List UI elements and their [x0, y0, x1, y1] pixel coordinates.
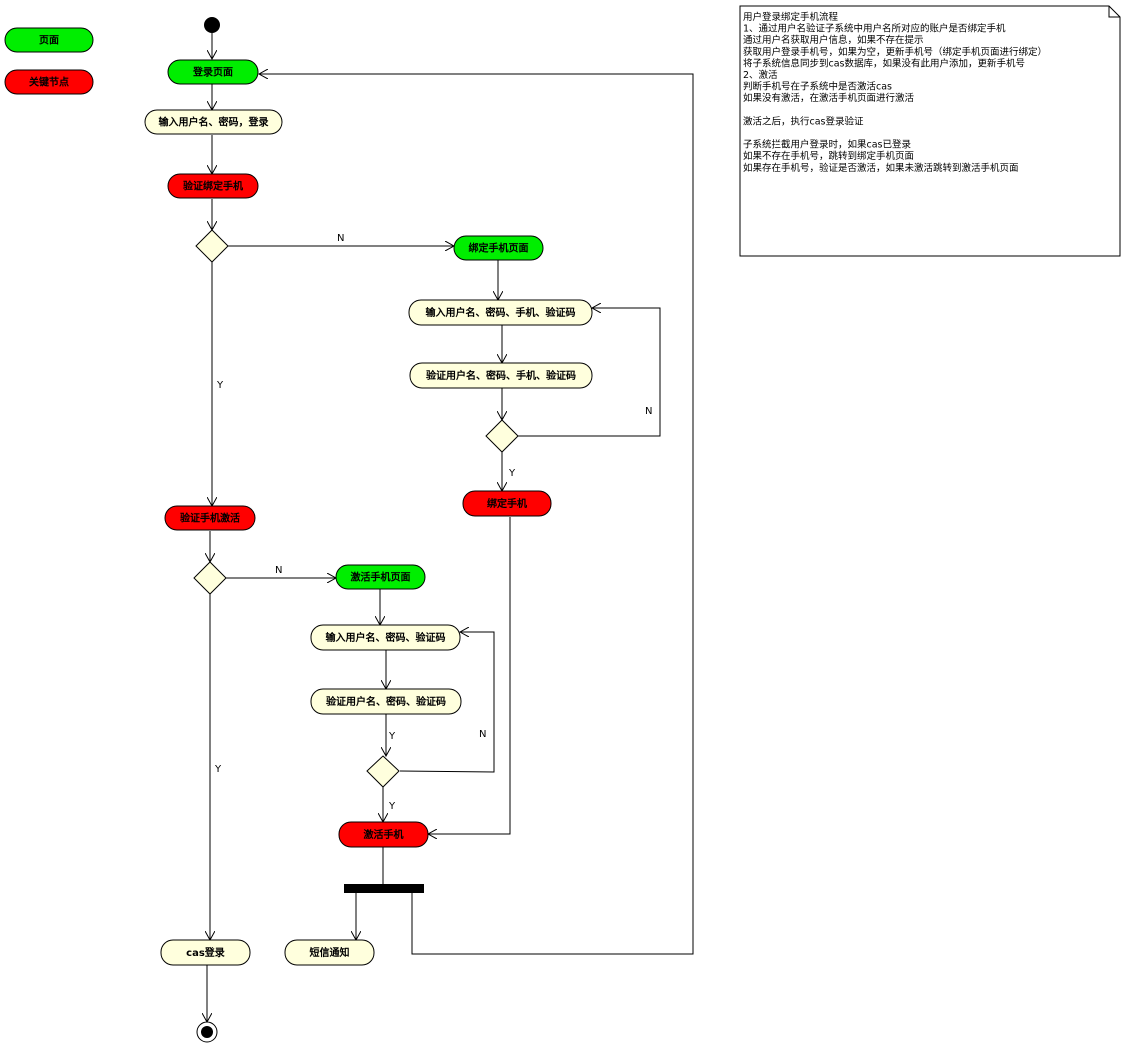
note-line: 用户登录绑定手机流程: [743, 11, 839, 23]
node-input-user-pwd-phone-code-label: 输入用户名、密码、手机、验证码: [426, 306, 576, 319]
label-activate-no: N: [275, 565, 282, 576]
label-bind-retry-no: N: [645, 406, 652, 417]
node-input-user-pwd-login-label: 输入用户名、密码，登录: [159, 116, 269, 129]
label-bind-yes: Y: [216, 380, 224, 391]
note-line: 判断手机号在子系统中是否激活cas: [743, 81, 892, 93]
decision-bind-ok: [485, 419, 519, 453]
legend-page-swatch: [4, 27, 94, 53]
node-cas-login: cas登录: [160, 939, 251, 966]
node-bind-phone-label: 绑定手机: [487, 497, 527, 510]
edge-activate-retry: [399, 632, 495, 773]
end-node: [196, 1021, 218, 1043]
note-line: 激活之后，执行cas登录验证: [743, 115, 864, 127]
node-input-user-pwd-login: 输入用户名、密码，登录: [144, 109, 283, 135]
node-bind-phone-page-label: 绑定手机页面: [469, 242, 529, 255]
legend-key-label: 关键节点: [29, 76, 69, 89]
node-input-user-pwd-phone-code: 输入用户名、密码、手机、验证码: [408, 299, 593, 326]
node-verify-user-pwd-code: 验证用户名、密码、验证码: [310, 688, 462, 715]
node-verify-phone-activate: 验证手机激活: [164, 505, 256, 531]
edge-labels: N Y N Y N Y Y N Y: [214, 233, 652, 812]
node-activate-phone: 激活手机: [338, 821, 429, 848]
node-login-page: 登录页面: [167, 59, 259, 85]
label-verify-code-yes: Y: [388, 731, 396, 742]
edge-bind-retry: [518, 308, 661, 437]
fork-bar: [344, 884, 424, 893]
note-line: 2、激活: [743, 69, 778, 81]
node-sms-notify: 短信通知: [284, 939, 375, 966]
note-line: 1、通过用户名验证子系统中用户名所对应的账户是否绑定手机: [743, 23, 1006, 35]
node-input-user-pwd-code: 输入用户名、密码、验证码: [310, 624, 461, 651]
node-login-page-label: 登录页面: [192, 66, 233, 79]
note-line: 如果存在手机号，验证是否激活，如果未激活跳转到激活手机页面: [743, 162, 1019, 174]
label-activate-yes: Y: [214, 764, 222, 775]
edge-bind-activate: [428, 517, 511, 834]
node-bind-phone: 绑定手机: [462, 490, 552, 517]
node-activate-phone-page-label: 激活手机页面: [351, 571, 411, 584]
note-line: 子系统拦截用户登录时，如果cas已登录: [743, 139, 911, 151]
start-node: [204, 17, 220, 33]
note-line: 将子系统信息同步到cas数据库，如果没有此用户添加，更新手机号: [743, 57, 1025, 69]
label-bind-no: N: [337, 233, 344, 244]
note-line: 通过用户名获取用户信息，如果不存在提示: [743, 34, 924, 46]
node-activate-phone-page: 激活手机页面: [335, 564, 426, 590]
decision-activated: [193, 561, 227, 595]
node-verify-user-pwd-phone-code-label: 验证用户名、密码、手机、验证码: [426, 369, 576, 382]
node-input-user-pwd-code-label: 输入用户名、密码、验证码: [326, 631, 446, 644]
node-verify-user-pwd-code-label: 验证用户名、密码、验证码: [326, 695, 446, 708]
note-line: 如果没有激活，在激活手机页面进行激活: [743, 92, 915, 104]
node-verify-bind-phone-label: 验证绑定手机: [183, 180, 243, 193]
label-activate-retry-no: N: [479, 729, 486, 740]
label-activate-ok-yes: Y: [388, 801, 396, 812]
node-bind-phone-page: 绑定手机页面: [453, 235, 544, 261]
edges: [207, 33, 694, 1022]
note-line: 获取用户登录手机号，如果为空，更新手机号（绑定手机页面进行绑定）: [743, 46, 1047, 58]
node-verify-user-pwd-phone-code: 验证用户名、密码、手机、验证码: [409, 362, 593, 389]
legend-key-swatch: [4, 69, 94, 95]
edge-fork-login: [259, 74, 694, 955]
node-activate-phone-label: 激活手机: [364, 828, 404, 841]
node-sms-notify-label: 短信通知: [310, 946, 350, 959]
legend-page-label: 页面: [39, 35, 59, 47]
legend: 页面 关键节点: [4, 27, 94, 95]
decision-activate-ok: [366, 755, 400, 788]
node-cas-login-label: cas登录: [186, 946, 225, 959]
node-verify-bind-phone: 验证绑定手机: [167, 173, 259, 199]
decision-bound: [195, 229, 229, 263]
node-verify-phone-activate-label: 验证手机激活: [180, 512, 240, 525]
note-line: 如果不存在手机号，跳转到绑定手机页面: [743, 150, 914, 162]
label-bind-ok-yes: Y: [508, 468, 516, 479]
